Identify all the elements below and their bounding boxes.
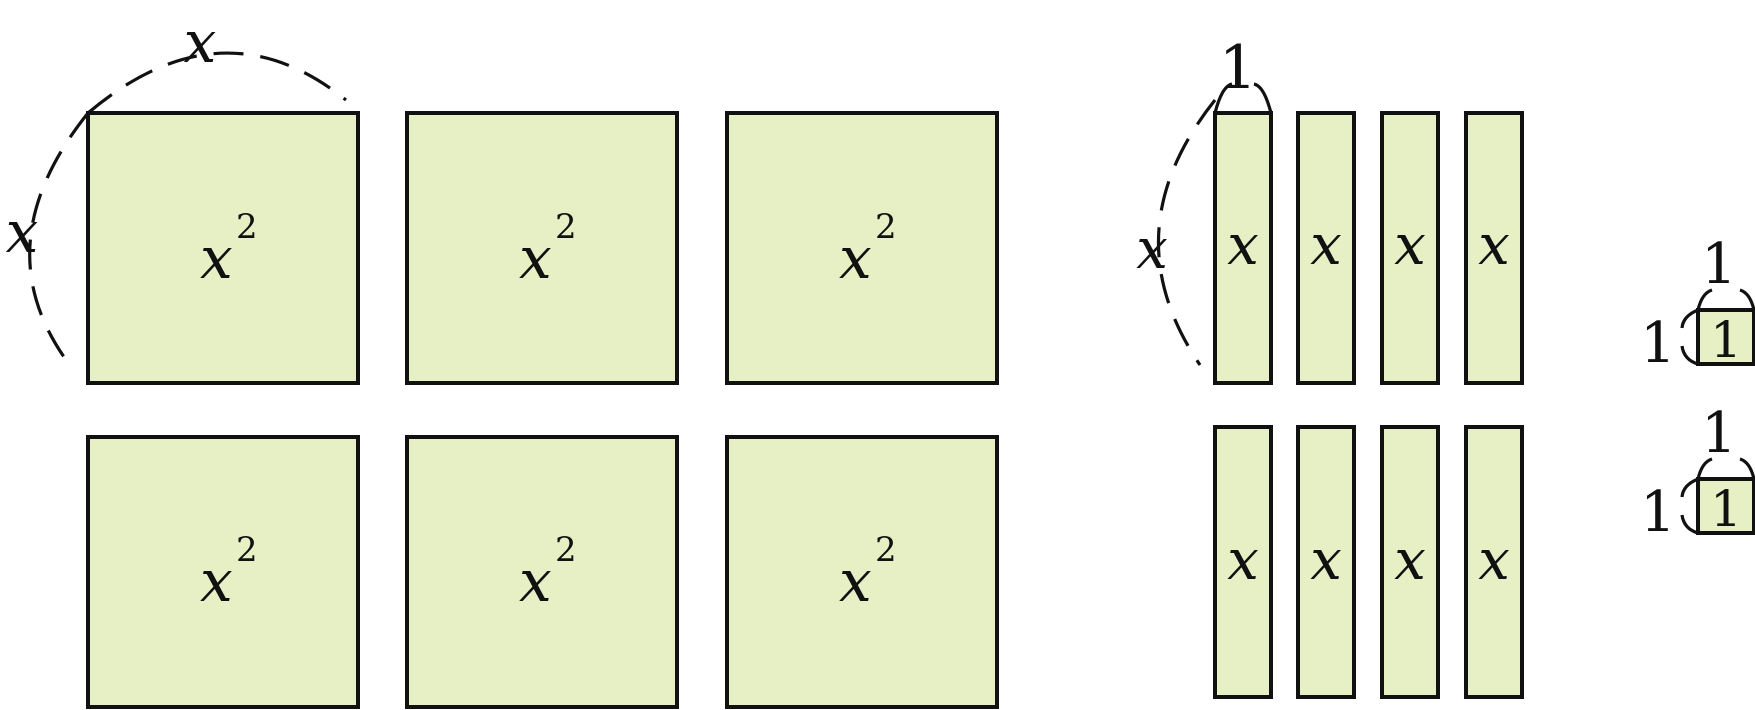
square-tile-label: x [200,224,233,292]
unit-width-label: 1 [1701,401,1737,466]
bar-tile: x [1380,425,1440,699]
square-tile-exponent: 2 [236,530,258,570]
square-tile: x 2 [86,111,360,385]
bar-width-brace [1213,82,1273,114]
unit-tile: 1 1 1 [1640,232,1755,376]
square-tile-label: x [839,224,872,292]
unit-tiles-group: 1 1 1 1 1 1 [1640,232,1755,545]
square-height-brace [28,112,90,369]
unit-height-brace [1680,308,1699,366]
unit-height-brace [1680,477,1699,535]
square-tile: x 2 [405,435,679,709]
square-tile-exponent: 2 [875,530,897,570]
square-tile-exponent: 2 [555,207,577,247]
unit-tile-label: 1 [1710,311,1742,369]
square-tile-label: x [839,547,872,615]
bar-tile-label: x [1310,213,1342,278]
square-width-brace [86,51,348,115]
bar-height-brace [1156,99,1217,366]
bar-tile-label: x [1394,528,1426,593]
bar-tile: x [1296,425,1356,699]
square-tile-label: x [519,547,552,615]
square-tiles-group: x 2 x 2 x 2 x 2 x 2 x 2 [86,111,999,709]
bar-tiles-group: x x x x x x x x [1213,111,1524,699]
unit-width-brace [1696,288,1755,311]
square-tile-exponent: 2 [555,530,577,570]
square-height-label: x [6,198,39,266]
square-tile: x 2 [725,111,999,385]
bar-tile-label: x [1478,528,1510,593]
bar-width-label: 1 [1219,33,1257,103]
bar-tile-label: x [1227,213,1259,278]
unit-tile-label: 1 [1710,480,1742,538]
square-tile: x 2 [405,111,679,385]
unit-width-label: 1 [1701,232,1737,297]
square-tile-exponent: 2 [875,207,897,247]
bar-tile-label: x [1394,213,1426,278]
square-tile-exponent: 2 [236,207,258,247]
bar-tile: x [1464,111,1524,385]
bar-tile: x [1213,111,1273,385]
square-tile: x 2 [725,435,999,709]
bar-tile-label: x [1227,528,1259,593]
bar-tile: x [1296,111,1356,385]
bar-tile: x [1464,425,1524,699]
unit-height-label: 1 [1640,480,1676,545]
square-tile: x 2 [86,435,360,709]
square-width-label: x [184,8,217,76]
bar-tile-label: x [1310,528,1342,593]
unit-width-brace [1696,457,1755,480]
unit-height-label: 1 [1640,311,1676,376]
bar-height-label: x [1136,217,1168,282]
square-tile-label: x [519,224,552,292]
bar-tile: x [1380,111,1440,385]
square-tile-label: x [200,547,233,615]
unit-tile: 1 1 1 [1640,401,1755,545]
bar-tile: x [1213,425,1273,699]
bar-tile-label: x [1478,213,1510,278]
